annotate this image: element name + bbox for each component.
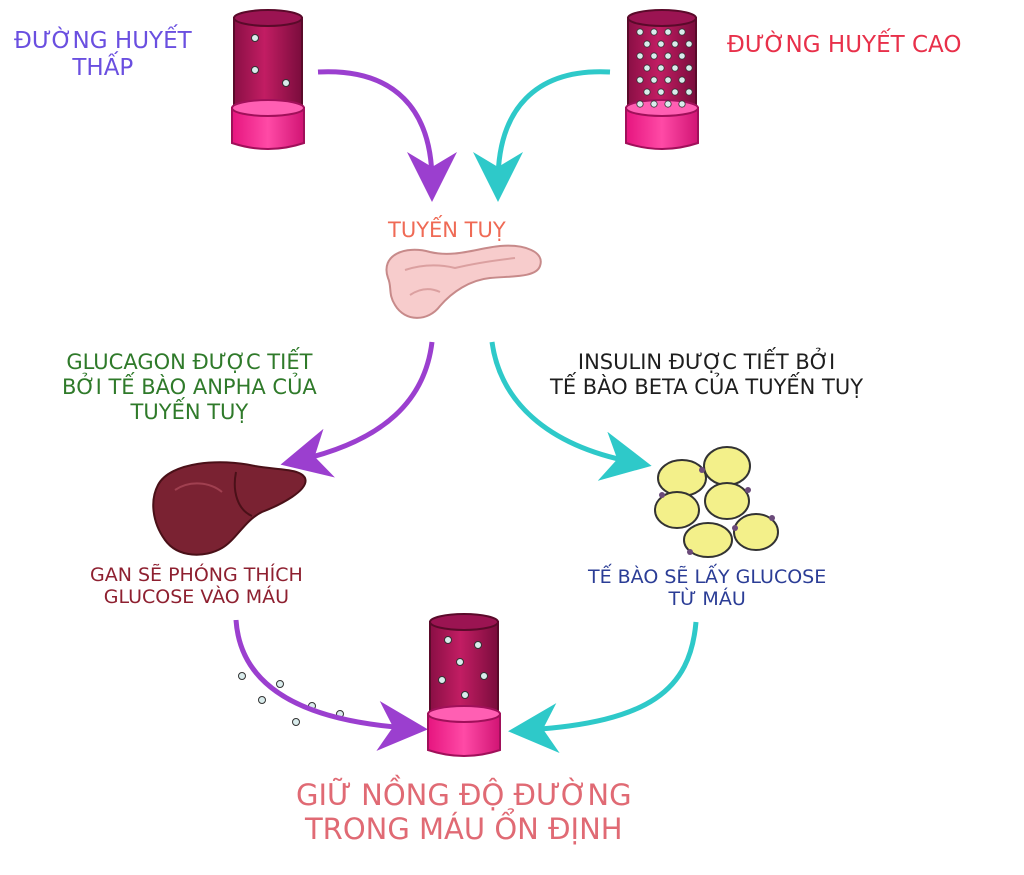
high-sugar-arrow [473, 69, 611, 202]
low-sugar-vessel [231, 9, 305, 150]
liver-line-2: GLUCOSE VÀO MÁU [103, 586, 290, 609]
glucagon-line-1: GLUCAGON ĐƯỢC TIẾT [66, 350, 313, 374]
glucose-dot [636, 100, 644, 108]
fat-cells-illustration [654, 446, 779, 558]
stable-sugar-vessel [427, 613, 501, 757]
glucose-dot [650, 28, 658, 36]
glucose-dot [650, 76, 658, 84]
liver-illustration [152, 461, 307, 556]
glucose-dot [664, 28, 672, 36]
pancreas-illustration [385, 244, 542, 319]
glucose-dot [643, 64, 651, 72]
pancreas-line: TUYẾN TUỴ [388, 218, 506, 242]
high-sugar-vessel [625, 9, 699, 150]
glucose-dot [678, 52, 686, 60]
result-line-2: TRONG MÁU ỔN ĐỊNH [304, 812, 623, 847]
glucagon-label: GLUCAGON ĐƯỢC TIẾT BỞI TẾ BÀO ANPHA CỦA … [62, 350, 317, 424]
glucose-dot [664, 52, 672, 60]
result-label: GIỮ NỒNG ĐỘ ĐƯỜNG TRONG MÁU ỔN ĐỊNH [296, 778, 632, 846]
high-sugar-line: ĐƯỜNG HUYẾT CAO [727, 32, 962, 58]
glucose-dot [657, 88, 665, 96]
result-line-1: GIỮ NỒNG ĐỘ ĐƯỜNG [296, 778, 632, 812]
glucagon-line-3: TUYẾN TUỴ [130, 399, 249, 424]
glucose-dot [643, 88, 651, 96]
glucose-dot [685, 64, 693, 72]
glucose-dot [636, 52, 644, 60]
glucose-dot [636, 28, 644, 36]
low-sugar-arrow [317, 69, 457, 202]
liver-to-result-arrow [233, 619, 428, 751]
cells-label: TẾ BÀO SẼ LẤY GLUCOSE TỪ MÁU [588, 566, 826, 611]
insulin-line-2: TẾ BÀO BETA CỦA TUYẾN TUỴ [550, 374, 864, 399]
glucose-dot [678, 76, 686, 84]
insulin-label: INSULIN ĐƯỢC TIẾT BỞI TẾ BÀO BETA CỦA TU… [550, 350, 863, 400]
glucose-dot [671, 88, 679, 96]
glucose-dot [671, 40, 679, 48]
glucose-dot [685, 88, 693, 96]
glucose-dot [678, 100, 686, 108]
glucose-dot [671, 64, 679, 72]
glucose-dot [664, 100, 672, 108]
glucose-dot [657, 40, 665, 48]
glucagon-line-2: BỞI TẾ BÀO ANPHA CỦA [62, 374, 317, 399]
glucose-dot [657, 64, 665, 72]
glucagon-arrow [280, 341, 435, 478]
glucose-dot [650, 52, 658, 60]
glucose-dot [643, 40, 651, 48]
insulin-arrow [489, 341, 652, 481]
cells-line-1: TẾ BÀO SẼ LẤY GLUCOSE [588, 566, 827, 588]
low-sugar-line-1: ĐƯỜNG HUYẾT [14, 28, 192, 54]
liver-label: GAN SẼ PHÓNG THÍCH GLUCOSE VÀO MÁU [90, 564, 303, 609]
liver-line-1: GAN SẼ PHÓNG THÍCH [90, 564, 303, 586]
glucose-dot [678, 28, 686, 36]
cells-to-result-arrow [508, 621, 699, 753]
glucose-dot [685, 40, 693, 48]
low-sugar-line-2: THẤP [72, 55, 134, 82]
glucose-dot [664, 76, 672, 84]
glucose-dot [650, 100, 658, 108]
glucose-dot [636, 76, 644, 84]
low-sugar-label: ĐƯỜNG HUYẾT THẤP [14, 28, 192, 82]
pancreas-label: TUYẾN TUỴ [388, 218, 506, 243]
insulin-line-1: INSULIN ĐƯỢC TIẾT BỞI [577, 350, 836, 374]
high-sugar-label: ĐƯỜNG HUYẾT CAO [727, 32, 961, 59]
cells-line-2: TỪ MÁU [668, 588, 746, 611]
